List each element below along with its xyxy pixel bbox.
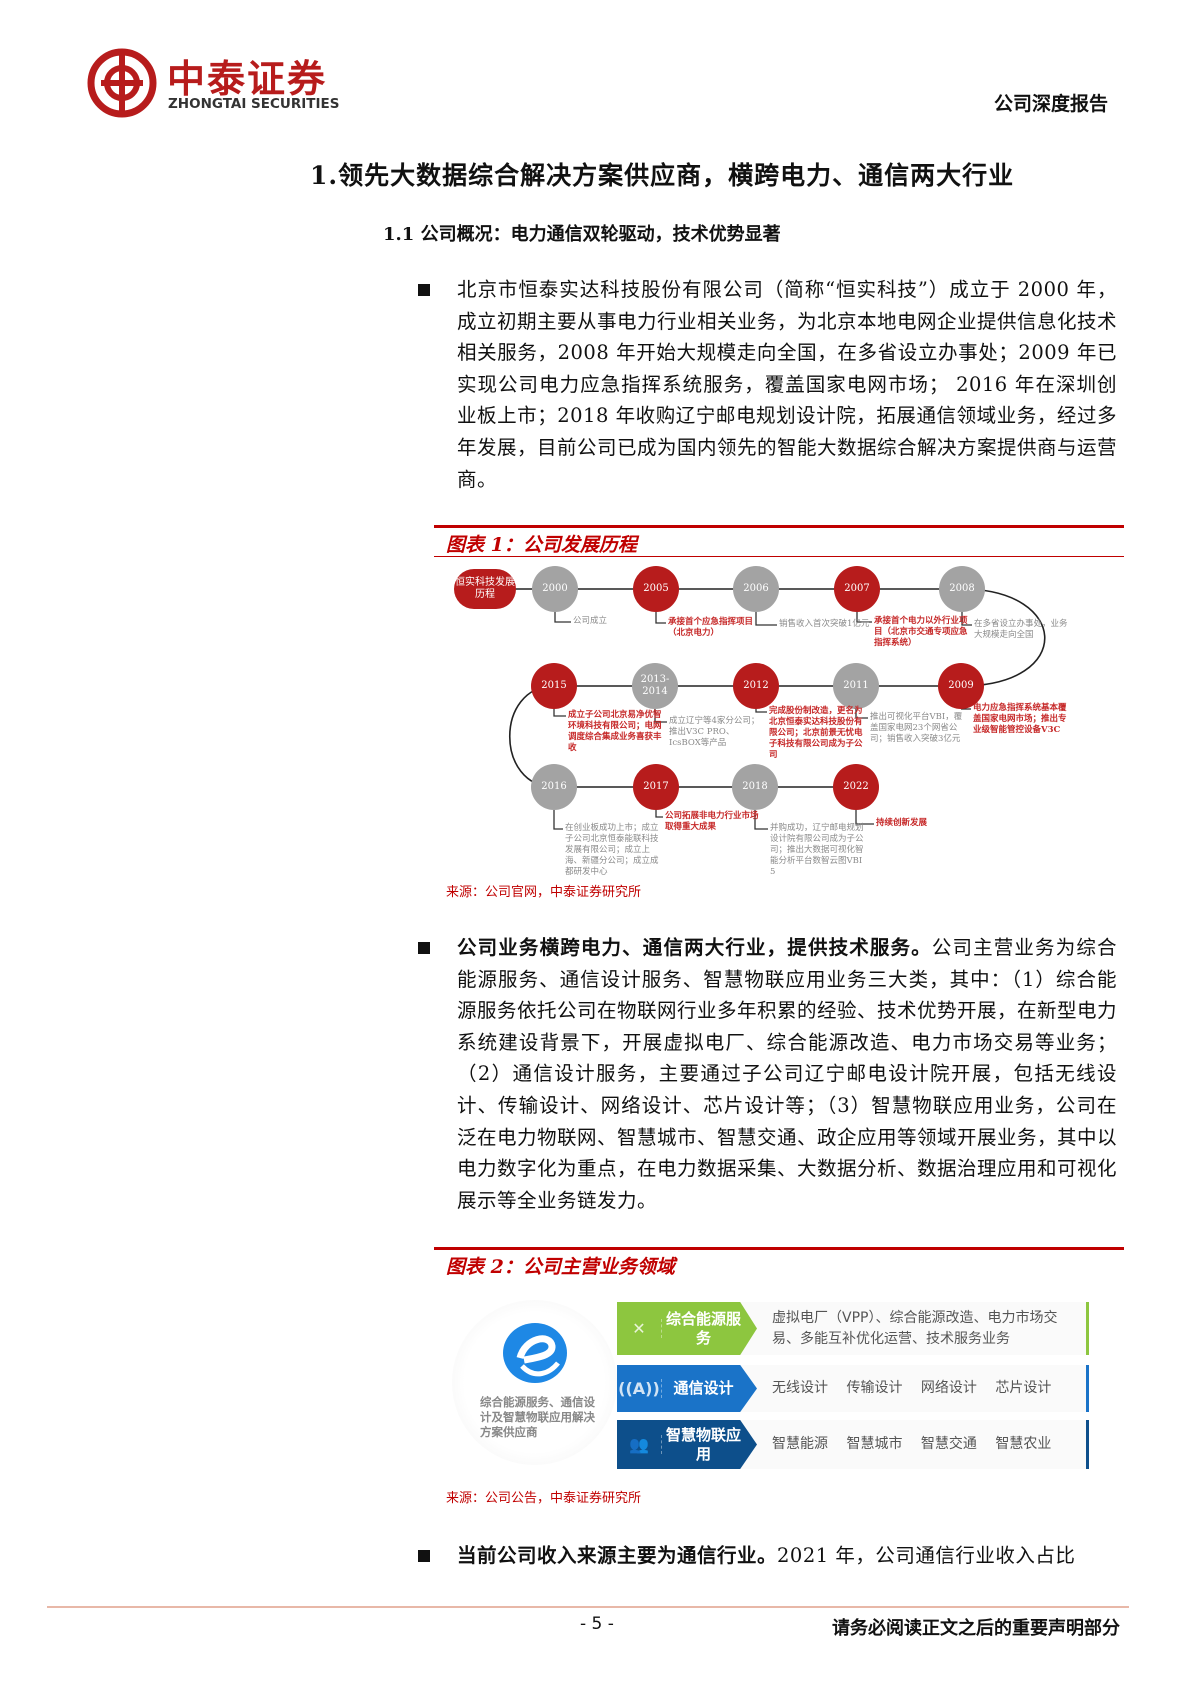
timeline-note: 承接首个电力以外行业项目（北京市交通专项应急指挥系统） (874, 616, 968, 648)
paragraph-3: 当前公司收入来源主要为通信行业。2021 年，公司通信行业收入占比 (457, 1544, 1076, 1567)
section-title: 1.领先大数据综合解决方案供应商，横跨电力、通信两大行业 (310, 161, 1015, 190)
figure-divider (434, 556, 1124, 557)
center-text: 综合能源服务、通信设计及智慧物联应用解决方案供应商 (480, 1395, 595, 1439)
timeline-note: 公司拓展非电力行业市场取得重大成果 (665, 811, 759, 832)
business-tag: ✕综合能源服务 (617, 1302, 757, 1355)
timeline-start-label: 恒实科技发展历程 (454, 569, 516, 609)
timeline-connector (754, 810, 768, 830)
timeline-note: 成立子公司北京易净优智环境科技有限公司；电网调度综合集成业务喜获丰收 (568, 710, 662, 753)
timeline-node-2013-2014: 2013-2014 (632, 663, 678, 709)
network-icon: ✕ (617, 1319, 662, 1338)
logo-en: ZHONGTAI SECURITIES (168, 96, 340, 112)
timeline-connector (855, 810, 874, 825)
timeline-node-2018: 2018 (732, 764, 778, 810)
timeline-note: 成立辽宁等4家分公司；推出V3C PRO、IcsBOX等产品 (669, 716, 760, 748)
timeline-node-2011: 2011 (833, 663, 879, 709)
timeline-node-2006: 2006 (733, 566, 779, 612)
page-number: - 5 - (580, 1614, 614, 1634)
timeline-node-2022: 2022 (833, 764, 879, 810)
timeline-connector (553, 709, 566, 717)
business-label: 通信设计 (673, 1379, 734, 1397)
paragraph-2: 公司业务横跨电力、通信两大行业，提供技术服务。公司主营业务为综合能源服务、通信设… (457, 936, 1118, 1212)
figure2-title: 图表 2：公司主营业务领域 (446, 1256, 675, 1278)
timeline-note: 并购成功，辽宁邮电规划设计院有限公司成为子公司；推出大数据可视化智能分析平台数智… (770, 823, 864, 877)
timeline-connector (553, 810, 563, 830)
business-items: 无线设计 传输设计 网络设计 芯片设计 (772, 1380, 1052, 1396)
business-tag: ((A)) 通信设计 (617, 1365, 757, 1412)
timeline-connector (755, 709, 767, 713)
bullet-icon (418, 942, 430, 954)
timeline-node-2016: 2016 (531, 764, 577, 810)
timeline-connector (554, 612, 571, 623)
antenna-icon: ((A)) (617, 1379, 662, 1398)
business-label: 智慧物联应用 (665, 1425, 741, 1463)
timeline-connector (654, 709, 667, 723)
figure-divider (434, 525, 1124, 528)
paragraph-1: 北京市恒泰实达科技股份有限公司（简称“恒实科技”）成立于 2000 年，成立初期… (457, 278, 1118, 491)
timeline-connector (961, 612, 972, 626)
timeline-note: 在创业板成功上市；成立子公司北京恒泰能联科技发展有限公司；成立上海、新疆分公司；… (565, 823, 659, 877)
figure1-source: 来源：公司官网，中泰证券研究所 (446, 885, 642, 900)
business-row: ✕综合能源服务虚拟电厂（VPP）、综合能源改造、电力市场交易、多能互补优化运营、… (617, 1302, 1089, 1355)
timeline-connector (856, 612, 872, 623)
timeline-node-2017: 2017 (633, 764, 679, 810)
figure-divider (434, 1247, 1124, 1250)
timeline-node-2008: 2008 (939, 566, 985, 612)
business-row: ((A)) 通信设计 无线设计 传输设计 网络设计 芯片设计 (617, 1365, 1089, 1412)
bullet-icon (418, 284, 430, 296)
timeline-chart: 恒实科技发展历程 2000 公司成立 2005 承接首个应急指挥项目（北京电力） 200… (454, 566, 1068, 877)
footer-divider (47, 1606, 1129, 1608)
section-subtitle: 1.1 公司概况：电力通信双轮驱动，技术优势显著 (383, 224, 781, 245)
timeline-note: 公司成立 (573, 616, 608, 626)
business-items: 智慧能源 智慧城市 智慧交通 智慧农业 (772, 1436, 1052, 1452)
timeline-connector (655, 612, 666, 624)
business-tag: 👥智慧物联应用 (617, 1420, 757, 1469)
timeline-note: 电力应急指挥系统基本覆盖国家电网市场；推出专业级智能管控设备V3C (973, 703, 1067, 735)
bullet-icon (418, 1550, 430, 1562)
center-circle: 综合能源服务、通信设计及智慧物联应用解决方案供应商 (452, 1300, 617, 1465)
report-type: 公司深度报告 (993, 93, 1108, 115)
logo-mark-icon (87, 48, 157, 118)
business-row: 👥智慧物联应用智慧能源 智慧城市 智慧交通 智慧农业 (617, 1420, 1089, 1469)
timeline-node-2005: 2005 (633, 566, 679, 612)
timeline-node-2007: 2007 (834, 566, 880, 612)
timeline-node-2012: 2012 (733, 663, 779, 709)
timeline-connector (755, 612, 777, 626)
timeline-note: 销售收入首次突破1亿元 (779, 619, 870, 629)
timeline-connector (855, 709, 868, 719)
logo-cn: 中泰证券 (167, 57, 328, 101)
people-icon: 👥 (617, 1435, 662, 1454)
footer-disclaimer: 请务必阅读正文之后的重要声明部分 (832, 1618, 1120, 1639)
timeline-note: 持续创新发展 (876, 818, 928, 828)
timeline-note: 承接首个应急指挥项目（北京电力） (668, 617, 754, 638)
timeline-node-2000: 2000 (532, 566, 578, 612)
timeline-node-2009: 2009 (938, 663, 984, 709)
figure2-source: 来源：公司公告，中泰证券研究所 (446, 1491, 642, 1506)
timeline-connector (655, 810, 663, 818)
e-logo-icon (503, 1323, 567, 1383)
company-logo: 中泰证券 ZHONGTAI SECURITIES (87, 48, 367, 120)
timeline-node-2015: 2015 (531, 663, 577, 709)
timeline-note: 推出可视化平台VBI，覆盖国家电网23个网省公司；销售收入突破3亿元 (870, 712, 963, 744)
timeline-note: 在多省设立办事处，业务大规模走向全国 (974, 619, 1068, 640)
timeline-note: 完成股份制改造，更名为北京恒泰实达科技股份有限公司；北京前景无忧电子科技有限公司… (769, 706, 863, 760)
figure1-title: 图表 1：公司发展历程 (446, 534, 637, 556)
timeline-lines (485, 588, 1046, 830)
business-items: 虚拟电厂（VPP）、综合能源改造、电力市场交易、多能互补优化运营、技术服务业务 (772, 1309, 1058, 1347)
business-label: 综合能源服务 (665, 1309, 741, 1347)
